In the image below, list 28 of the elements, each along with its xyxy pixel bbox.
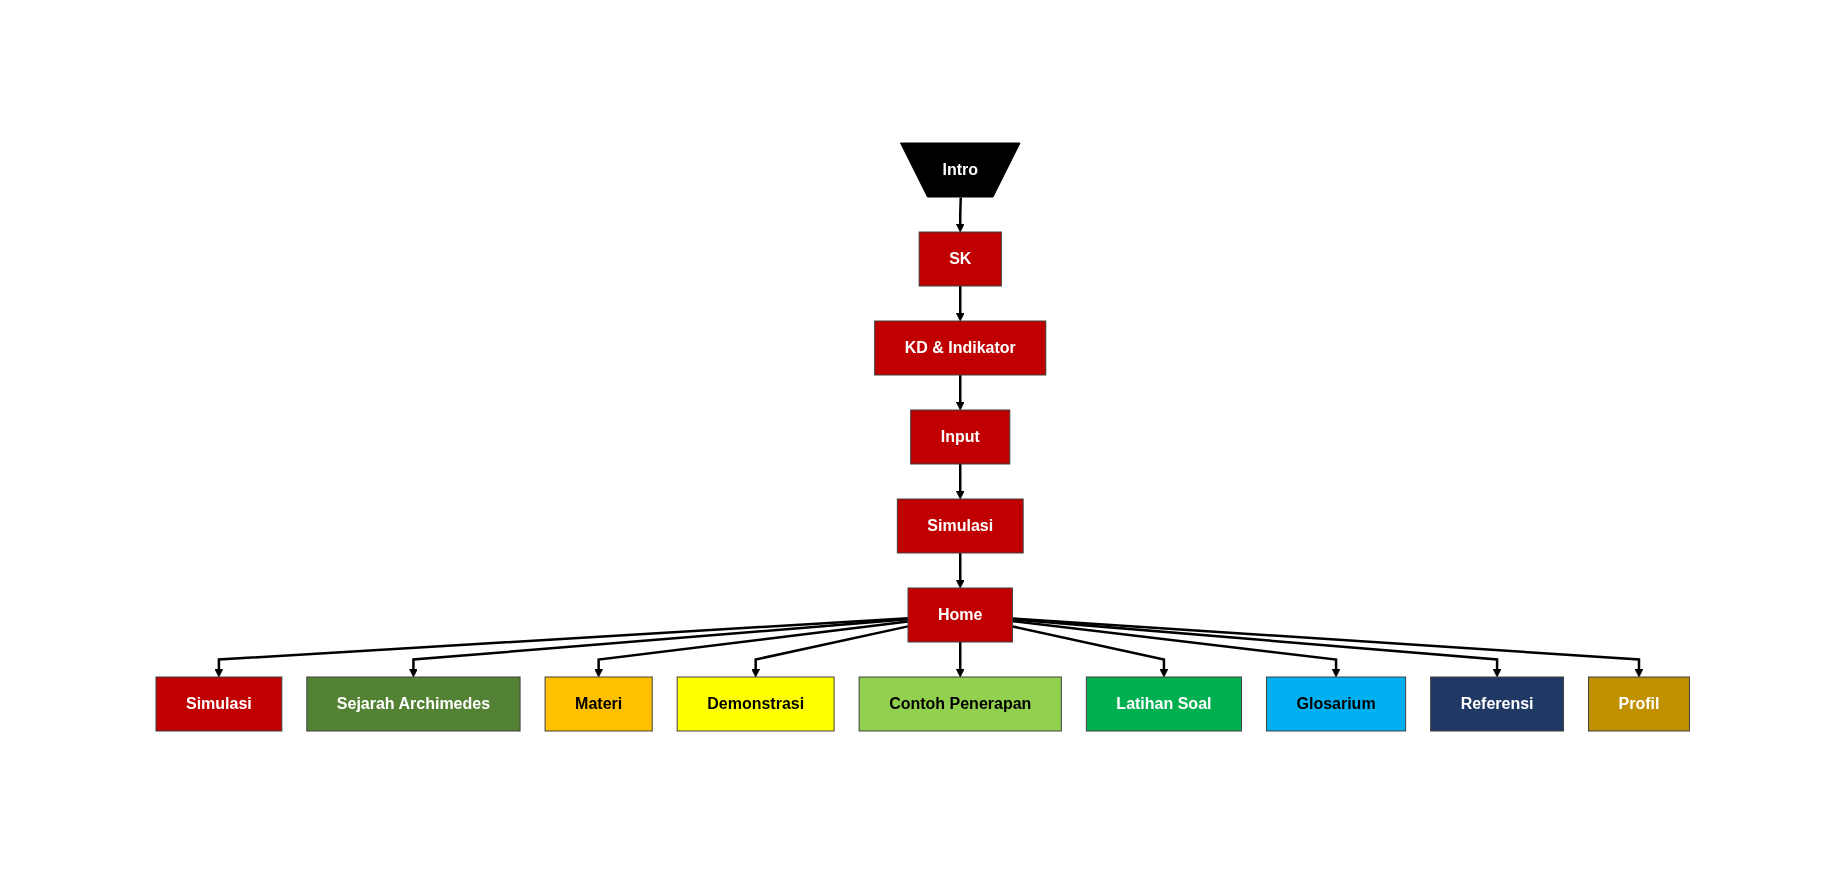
arrow <box>1012 616 1644 677</box>
arrow <box>956 374 965 410</box>
node-box: KD & Indikator <box>874 320 1047 375</box>
arrow <box>1012 624 1169 677</box>
node-box: Simulasi <box>897 498 1024 553</box>
arrow <box>214 616 909 677</box>
node-box: Latihan Soal <box>1086 676 1243 731</box>
node-box: Input <box>910 409 1011 464</box>
arrow <box>1012 619 1341 677</box>
node-box: Glosarium <box>1266 676 1407 731</box>
arrow <box>956 196 965 232</box>
node-box: Demonstrasi <box>677 676 835 731</box>
arrow <box>409 617 909 677</box>
node-box: Home <box>907 587 1014 642</box>
node-box: Sejarah Archimedes <box>306 676 521 731</box>
arrow <box>956 641 965 677</box>
node-box: Contoh Penerapan <box>858 676 1063 731</box>
arrow <box>1012 617 1502 677</box>
arrow <box>956 285 965 321</box>
node-box: Materi <box>544 676 653 731</box>
node-box: Profil <box>1588 676 1691 731</box>
arrow <box>956 463 965 499</box>
node-box: SK <box>918 231 1003 286</box>
arrow <box>956 552 965 588</box>
node-box: Simulasi <box>155 676 283 731</box>
arrow <box>594 619 909 677</box>
arrow <box>751 624 909 677</box>
node-box: Referensi <box>1430 676 1565 731</box>
